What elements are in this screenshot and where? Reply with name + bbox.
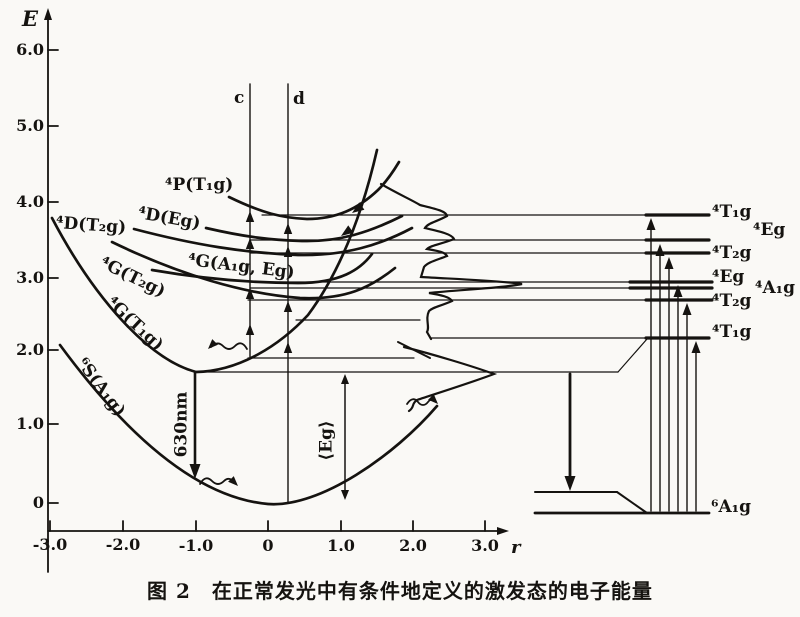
y-tick-1: 1.0 xyxy=(16,414,44,433)
level-label-4A1g: ⁴A₁g xyxy=(755,278,795,298)
y-axis-arrowhead xyxy=(44,8,52,20)
level-label-4T1g-lower: ⁴T₁g xyxy=(712,322,752,342)
emission-arrow-right xyxy=(564,372,576,491)
crossing-arrowheads xyxy=(341,202,365,236)
y-tick-5: 5.0 xyxy=(16,116,44,135)
curve-label-4D-T2g: ⁴D(T₂g) xyxy=(55,213,127,238)
x-axis-arrowhead xyxy=(497,527,509,535)
c-line xyxy=(245,83,255,358)
curve-label-4P-T1g: ⁴P(T₁g) xyxy=(165,175,234,195)
curve-4P-T1g xyxy=(227,160,401,221)
level-label-4Eg-mid: ⁴Eg xyxy=(712,267,745,287)
level-label-4Eg-top: ⁴Eg xyxy=(753,220,786,240)
curve-4G-A1gEg xyxy=(150,252,374,285)
x-axis-label: r xyxy=(511,537,521,558)
potential-curves xyxy=(50,148,439,506)
emission-wavelength-label: 630nm xyxy=(171,391,192,458)
d-line xyxy=(283,83,293,504)
level-lines-thin xyxy=(195,214,648,373)
energy-gap-label: ⟨Eg⟩ xyxy=(316,420,337,461)
y-tick-0: 0 xyxy=(32,493,44,512)
y-axis-label: E xyxy=(22,6,39,31)
level-label-4T1g-top: ⁴T₁g xyxy=(712,202,752,222)
absorption-arrowheads xyxy=(646,218,701,353)
curve-4G-T2g xyxy=(110,240,397,300)
curve-4G-T1g xyxy=(50,148,379,374)
x-tick-3: 3.0 xyxy=(471,536,499,555)
y-tick-4: 4.0 xyxy=(16,192,44,211)
x-tick-m2: -2.0 xyxy=(105,535,141,554)
x-tick-1: 1.0 xyxy=(327,536,355,555)
absorption-arrows xyxy=(650,221,697,512)
emission-arrow-630nm xyxy=(189,371,201,479)
level-label-4T2g-lower: ⁴T₂g xyxy=(712,291,752,311)
y-tick-2: 2.0 xyxy=(16,340,44,359)
squiggle-arrowheads xyxy=(208,339,438,486)
x-tick-0: 0 xyxy=(262,536,274,555)
x-axis xyxy=(47,520,502,532)
curve-4D-T2g xyxy=(132,226,414,257)
excitation-spectrum xyxy=(379,182,523,413)
broad-emission-band xyxy=(402,345,498,413)
curve-4D-Eg xyxy=(204,214,404,243)
x-tick-m1: -1.0 xyxy=(178,536,214,555)
curve-6S-A1g xyxy=(58,343,439,506)
energy-gap-arrow xyxy=(341,374,349,500)
level-segments-thick xyxy=(628,213,714,340)
level-label-4T2g-upper: ⁴T₂g xyxy=(712,243,752,263)
figure-caption: 图 2 在正常发光中有条件地定义的激发态的电子能量 xyxy=(147,579,653,603)
y-tick-3: 3.0 xyxy=(16,268,44,287)
band-cross-stroke xyxy=(397,341,431,359)
level-label-6A1g: ⁶A₁g xyxy=(711,497,751,517)
y-axis xyxy=(47,15,59,573)
ground-level-lines xyxy=(533,491,711,515)
y-tick-6: 6.0 xyxy=(16,40,44,59)
line-c-label: c xyxy=(234,88,245,108)
x-tick-2: 2.0 xyxy=(399,536,427,555)
line-d-label: d xyxy=(293,89,305,109)
x-tick-m3: -3.0 xyxy=(32,535,68,554)
